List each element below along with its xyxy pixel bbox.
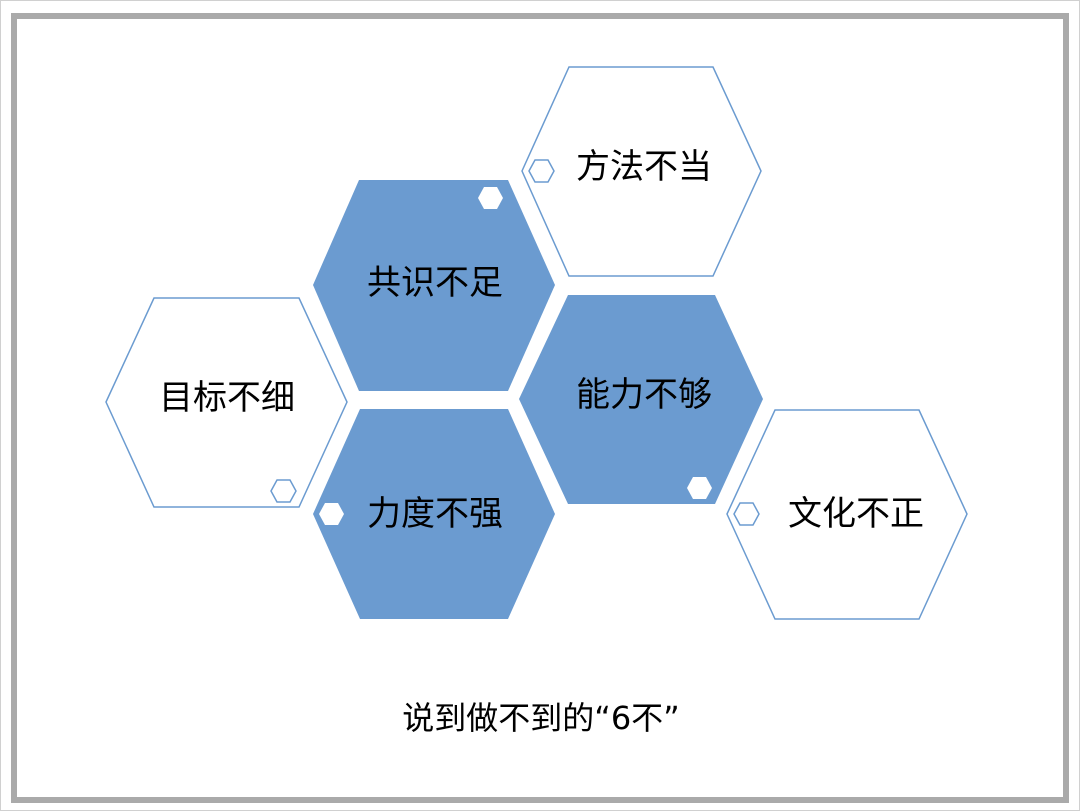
hexagon-wenhua: 文化不正 xyxy=(726,409,968,620)
hexagon-lidu-shape xyxy=(313,409,555,619)
hexagon-nengli-label: 能力不够 xyxy=(576,375,712,415)
hexagon-gongshi: 共识不足 xyxy=(313,180,555,391)
hexagon-gongshi-label: 共识不足 xyxy=(367,263,503,303)
diagram-caption: 说到做不到的“6不” xyxy=(402,699,680,737)
hexagon-wenhua-small-icon xyxy=(733,502,760,526)
hexagon-gongshi-shape xyxy=(313,180,555,391)
hexagon-nengli: 能力不够 xyxy=(519,295,763,504)
hexagon-mubiao: 目标不细 xyxy=(105,297,348,508)
hexagon-fangfa-small-icon xyxy=(528,159,555,183)
hexagon-wenhua-shape xyxy=(726,409,968,620)
hexagon-fangfa: 方法不当 xyxy=(521,66,762,277)
hexagon-nengli-small-icon xyxy=(687,477,712,499)
hexagon-mubiao-label: 目标不细 xyxy=(159,378,295,418)
hexagon-mubiao-small-icon xyxy=(270,479,297,503)
hexagon-wenhua-label: 文化不正 xyxy=(788,494,924,534)
hexagon-nengli-shape xyxy=(519,295,763,504)
hexagon-lidu: 力度不强 xyxy=(313,409,555,619)
hexagon-lidu-label: 力度不强 xyxy=(367,494,503,534)
hexagon-mubiao-shape xyxy=(105,297,348,508)
hexagon-fangfa-label: 方法不当 xyxy=(576,147,712,187)
hexagon-lidu-small-icon xyxy=(319,503,344,525)
hexagon-gongshi-small-icon xyxy=(478,187,503,209)
hexagon-fangfa-shape xyxy=(521,66,762,277)
